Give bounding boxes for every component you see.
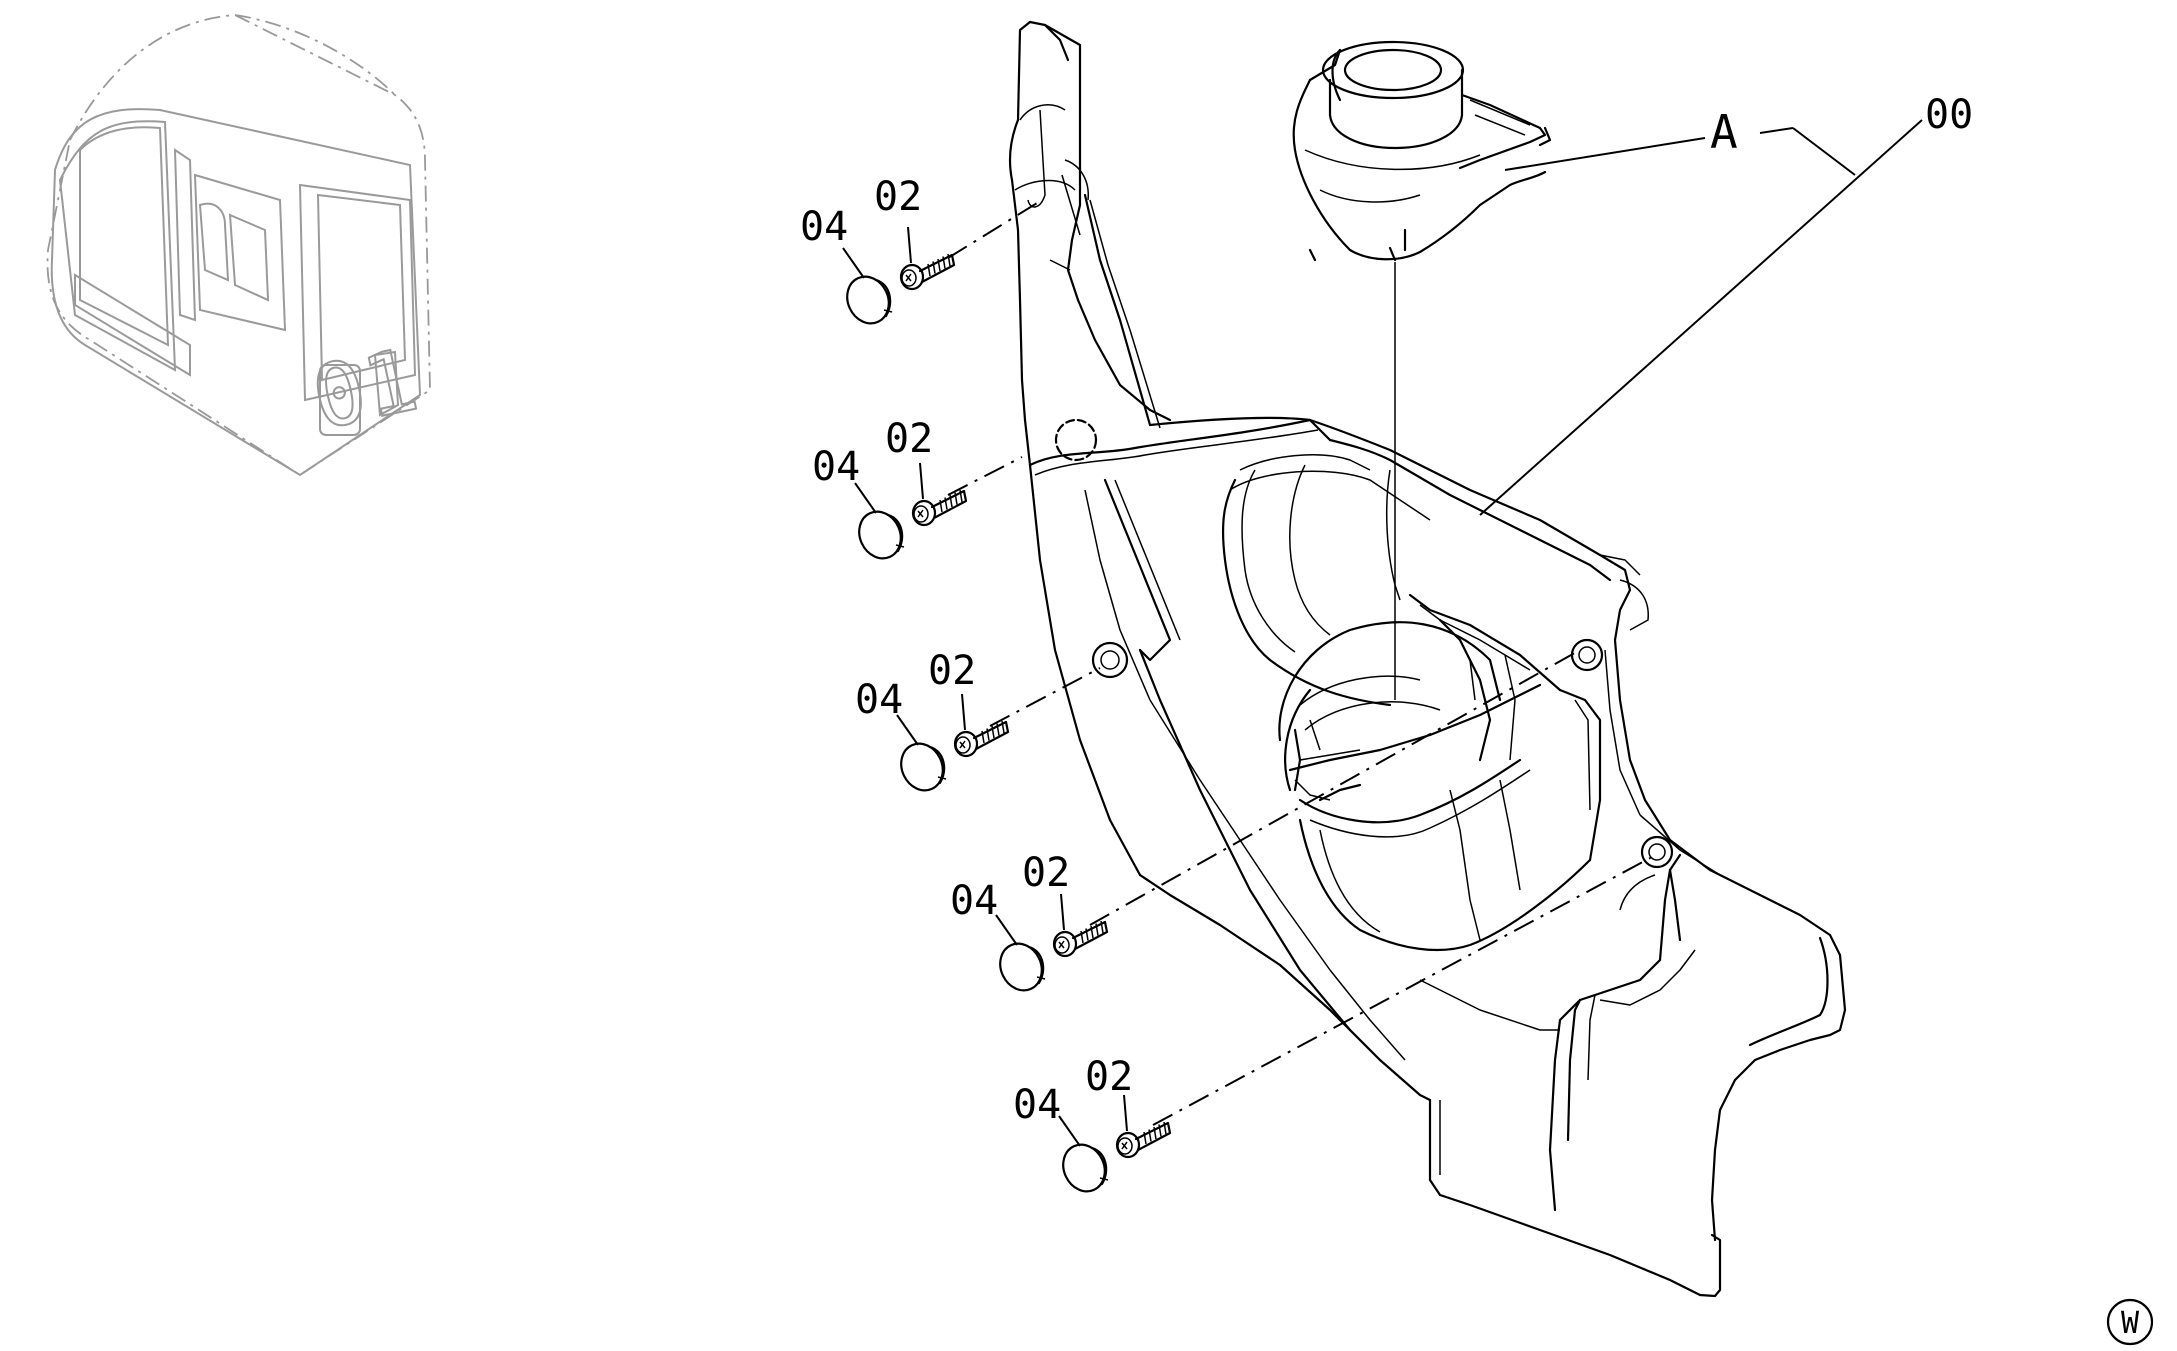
reference-leaders xyxy=(1479,119,1923,516)
cap-part xyxy=(846,275,893,325)
fastener-set xyxy=(896,693,1010,792)
corner-mark-letter: W xyxy=(2121,1306,2140,1341)
cap-part xyxy=(1062,1143,1109,1193)
fastener-set xyxy=(1058,1094,1172,1193)
label-cap-04: 04 xyxy=(800,204,848,250)
screw-bosses xyxy=(1054,418,1674,869)
cup-holder-subassembly xyxy=(1292,40,1552,262)
cab-marker-label: 01 xyxy=(304,330,426,449)
label-cap-04: 04 xyxy=(1013,1082,1061,1128)
label-screw-02: 02 xyxy=(1085,1054,1133,1100)
label-screw-02: 02 xyxy=(874,174,922,220)
label-subassembly-a: A xyxy=(1710,105,1738,159)
label-cap-04: 04 xyxy=(950,878,998,924)
label-cap-04: 04 xyxy=(855,677,903,723)
fastener-set xyxy=(995,893,1109,992)
cap-part xyxy=(900,742,947,792)
cab-thumbnail xyxy=(46,14,431,477)
screw-part xyxy=(1052,920,1109,958)
fastener-set xyxy=(842,226,956,325)
screw-part xyxy=(899,253,956,291)
installation-lines xyxy=(947,199,1653,1126)
label-assembly-00: 00 xyxy=(1925,92,1973,138)
corner-mark: W xyxy=(2106,1298,2154,1346)
label-screw-02: 02 xyxy=(1022,850,1070,896)
cap-part xyxy=(858,510,905,560)
label-screw-02: 02 xyxy=(928,648,976,694)
console-cover-part xyxy=(1008,20,1847,1298)
screw-part xyxy=(953,720,1010,758)
label-cap-04: 04 xyxy=(812,444,860,490)
cap-part xyxy=(999,942,1046,992)
screw-part xyxy=(911,489,968,527)
screw-part xyxy=(1115,1121,1172,1159)
fastener-set xyxy=(854,462,968,560)
diagram-labels: A 00 02 04 02 04 02 04 02 04 02 04 01 xyxy=(303,92,1973,1128)
label-screw-02: 02 xyxy=(885,416,933,462)
